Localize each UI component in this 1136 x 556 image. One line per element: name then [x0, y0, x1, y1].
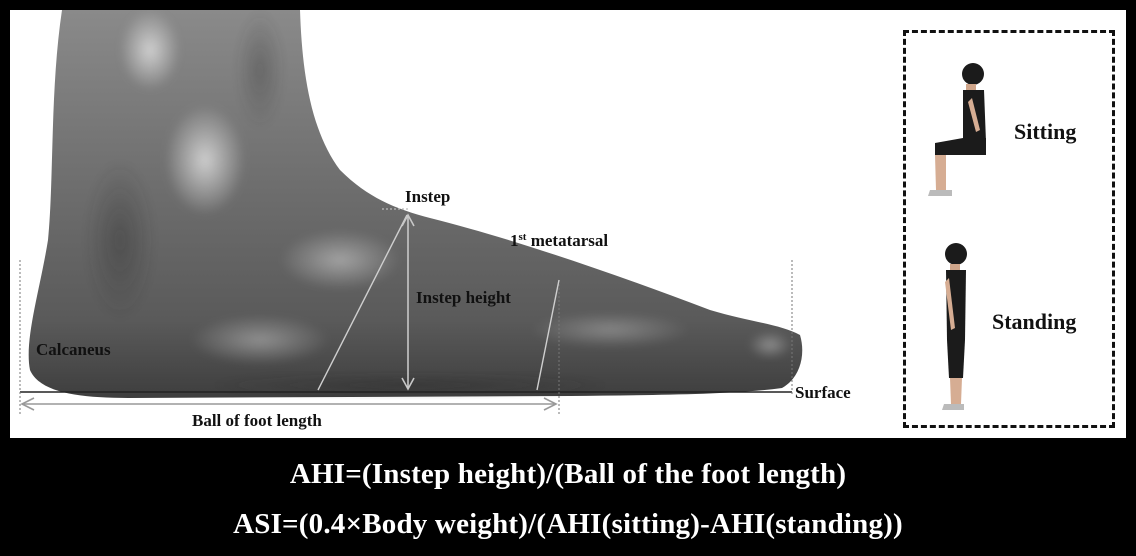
- instep-height-label: Instep height: [416, 289, 511, 306]
- diagram-panel: Instep 1st metatarsal Instep height Calc…: [10, 10, 1126, 438]
- ball-length-label: Ball of foot length: [192, 412, 322, 429]
- metatarsal-text: metatarsal: [526, 231, 608, 250]
- surface-label: Surface: [795, 384, 851, 401]
- ahi-formula: AHI=(Instep height)/(Ball of the foot le…: [0, 460, 1136, 489]
- sitting-label: Sitting: [1014, 121, 1076, 143]
- formula-area: AHI=(Instep height)/(Ball of the foot le…: [0, 438, 1136, 556]
- metatarsal-label: 1st metatarsal: [510, 232, 608, 249]
- asi-formula: ASI=(0.4×Body weight)/(AHI(sitting)-AHI(…: [0, 510, 1136, 539]
- instep-label: Instep: [405, 188, 450, 205]
- ball-length-arrow: [22, 398, 556, 410]
- calcaneus-label: Calcaneus: [36, 341, 111, 358]
- posture-box: [903, 30, 1115, 428]
- metatarsal-number: 1: [510, 231, 519, 250]
- standing-label: Standing: [992, 311, 1076, 333]
